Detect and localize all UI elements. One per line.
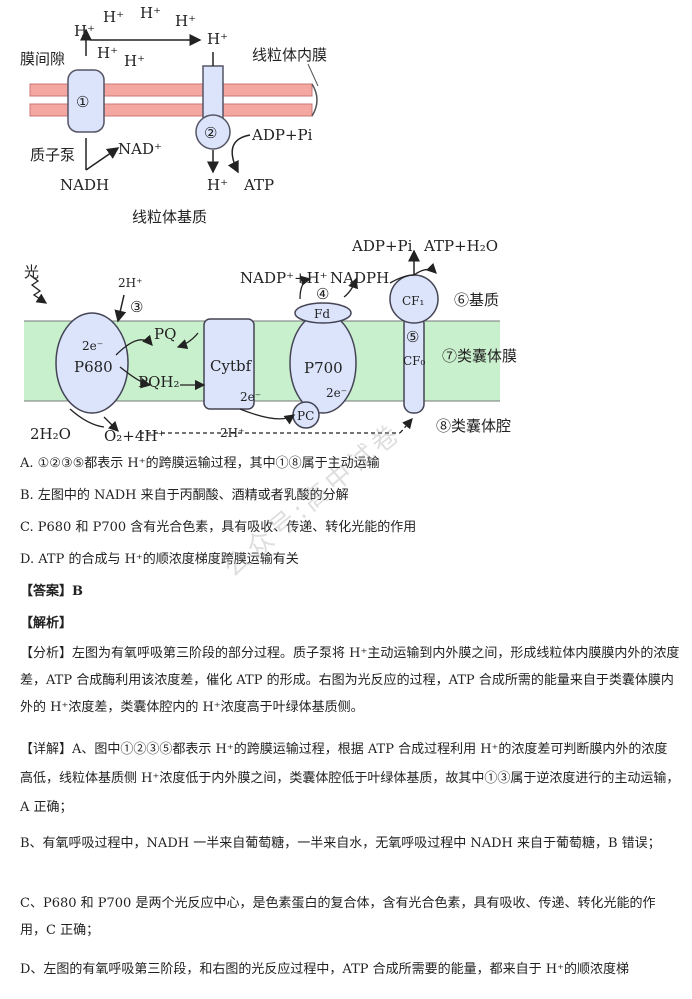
fd-protein: [294, 302, 352, 324]
circle-1: ①: [76, 93, 89, 111]
cf0-label: CF₀: [403, 354, 426, 368]
h2plus-label: 2H⁺: [118, 276, 142, 290]
p700-label: P700: [304, 359, 343, 377]
h-label-1: H⁺: [74, 22, 95, 40]
option-c: C. P680 和 P700 含有光合色素，具有吸收、传递、转化光能的作用: [20, 520, 417, 535]
atp-h2o-label: ATP+H₂O: [423, 237, 498, 255]
analysis-title: 【解析】: [20, 616, 73, 631]
o2-label: O₂+4H⁺: [104, 427, 165, 445]
circle-4: ④: [316, 285, 329, 303]
thylakoid-svg: 光 2H⁺ ③ ADP+Pi ATP+H₂O NADP⁺+H⁺ NADPH ④ …: [24, 237, 517, 445]
thylakoid-membrane-label: ⑦类囊体膜: [442, 347, 517, 365]
circle-2: ②: [204, 124, 217, 142]
p680-complex: [55, 312, 129, 414]
option-b: B. 左图中的 NADH 来自于丙酮酸、酒精或者乳酸的分解: [20, 488, 349, 503]
option-d: D. ATP 的合成与 H⁺的顺浓度梯度跨膜运输有关: [20, 552, 299, 567]
option-a: A. ①②③⑤都表示 H⁺的跨膜运输过程，其中①⑧属于主动运输: [20, 456, 380, 471]
nadph-label: NADPH: [330, 269, 389, 287]
circle-5: ⑤: [406, 328, 419, 346]
light-label: 光: [24, 263, 39, 281]
nadp-label: NADP⁺+H⁺: [240, 269, 328, 287]
intermembrane-label: 膜间隙: [20, 50, 65, 68]
electron-label-1: 2e⁻: [82, 339, 103, 353]
fd-label: Fd: [314, 307, 330, 321]
h-label-4: H⁺: [175, 12, 196, 30]
atp-synthase-head: [195, 114, 231, 150]
thylakoid-diagram: 光 2H⁺ ③ ADP+Pi ATP+H₂O NADP⁺+H⁺ NADPH ④ …: [0, 235, 692, 447]
analysis-paragraph-3: B、有氧呼吸过程中，NADH 一半来自葡萄糖，一半来自水，无氧呼吸过程中 NAD…: [20, 836, 661, 851]
stroma-label: ⑥基质: [454, 291, 499, 309]
proton-pump-1: [67, 69, 105, 133]
h-label-3: H⁺: [140, 4, 161, 22]
answer: 【答案】B: [20, 584, 83, 599]
lumen-label: ⑧类囊体腔: [436, 417, 511, 435]
h-label-7: H⁺: [124, 52, 145, 70]
mitochondria-svg: ① ② H⁺ H⁺ H⁺ H⁺ H⁺ H⁺ H⁺ H⁺ 膜间隙 线粒体内膜 AD…: [20, 4, 327, 226]
nadh-label: NADH: [60, 176, 109, 194]
pq-label: PQ: [154, 325, 176, 343]
analysis-paragraph-2: 【详解】A、图中①②③⑤都表示 H⁺的跨膜运输过程，根据 ATP 合成过程利用 …: [20, 742, 680, 815]
matrix-label: 线粒体基质: [132, 208, 207, 226]
cytbf-label: Cytbf: [210, 357, 253, 375]
h-label-8: H⁺: [207, 176, 228, 194]
analysis-paragraph-4: C、P680 和 P700 是两个光反应中心，是色素蛋白的复合体，含有光合色素，…: [20, 896, 656, 938]
adp-label: ADP+Pi: [251, 126, 313, 144]
h-label-2: H⁺: [103, 8, 124, 26]
proton-pump-label: 质子泵: [30, 146, 75, 164]
electron-label-2: 2e⁻: [240, 390, 261, 404]
inner-membrane-label: 线粒体内膜: [252, 46, 327, 64]
analysis-paragraph-1: 【分析】左图为有氧呼吸第三阶段的部分过程。质子泵将 H⁺主动运输到内外膜之间，形…: [20, 646, 680, 715]
cf1-label: CF₁: [402, 294, 424, 308]
h-label-5: H⁺: [207, 30, 228, 48]
mitochondria-diagram: ① ② H⁺ H⁺ H⁺ H⁺ H⁺ H⁺ H⁺ H⁺ 膜间隙 线粒体内膜 AD…: [0, 0, 692, 235]
adp-pi-label: ADP+Pi: [351, 237, 413, 255]
pqh2-label: PQH₂: [138, 373, 179, 391]
nad-label: NAD⁺: [118, 140, 162, 158]
cytbf-complex: [203, 318, 255, 410]
circle-3: ③: [130, 298, 143, 316]
h-label-6: H⁺: [97, 44, 118, 62]
atp-label: ATP: [243, 176, 274, 194]
h2b-label: 2H⁺: [220, 426, 244, 440]
pc-label: PC: [297, 409, 314, 423]
p680-label: P680: [74, 358, 113, 376]
analysis-paragraph-5: D、左图的有氧呼吸第三阶段，和右图的光反应过程中，ATP 合成所需要的能量，都来…: [20, 962, 629, 977]
electron-label-3: 2e⁻: [326, 386, 347, 400]
h2o-label: 2H₂O: [30, 425, 71, 443]
